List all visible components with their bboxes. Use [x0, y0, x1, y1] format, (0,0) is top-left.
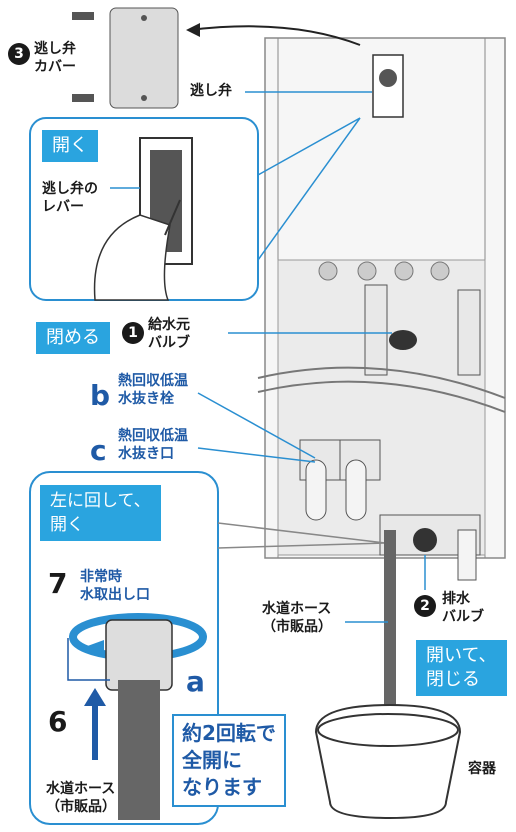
container-label: 容器 [468, 761, 496, 777]
hose-fitting-illustration [67, 613, 207, 820]
bucket [314, 530, 462, 820]
step-3-badge: 3 [8, 43, 30, 65]
emergency-outlet-label: 非常時 水取出し口 [80, 569, 150, 603]
cover-arrow [189, 25, 361, 46]
step-1-badge: 1 [122, 322, 144, 344]
inset-hose-connector [217, 522, 386, 544]
b-label: 熱回収低温 水抜き栓 [118, 373, 188, 407]
full-open-note: 約2回転で 全開に なります [172, 714, 286, 807]
inset-hose-label: 水道ホース （市販品） [46, 781, 116, 815]
drain-valve-label: 排水 バルブ [442, 591, 484, 625]
close-badge: 閉める [36, 322, 110, 354]
drain-hose-label: 水道ホース （市販品） [262, 601, 332, 635]
unit-cabinet [257, 37, 506, 581]
valve-label: 逃し弁 [190, 83, 232, 99]
a-letter: a [186, 665, 205, 698]
turn-left-badge: 左に回して、 開く [40, 485, 161, 541]
c-label: 熱回収低温 水抜き口 [118, 428, 188, 462]
lever-illustration [93, 137, 193, 301]
open-badge: 開く [42, 130, 98, 162]
supply-valve-label: 給水元 バルブ [148, 317, 190, 351]
valve-cover [72, 7, 179, 109]
inset-connector [257, 117, 361, 176]
c-letter: c [90, 434, 107, 467]
c-leader [197, 447, 316, 463]
lever-label: 逃し弁の レバー [42, 181, 98, 215]
step-2-badge: 2 [414, 595, 436, 617]
b-letter: b [90, 379, 111, 412]
step-6-number: 6 [48, 705, 68, 738]
b-leader [197, 392, 316, 459]
inset-hose-connector-2 [217, 542, 386, 549]
inset-connector-2 [257, 117, 361, 261]
open-close-badge: 開いて、 閉じる [416, 640, 507, 696]
cover-arrowhead [186, 23, 200, 37]
cover-label: 逃し弁 カバー [34, 41, 76, 75]
step-7-number: 7 [48, 567, 68, 600]
